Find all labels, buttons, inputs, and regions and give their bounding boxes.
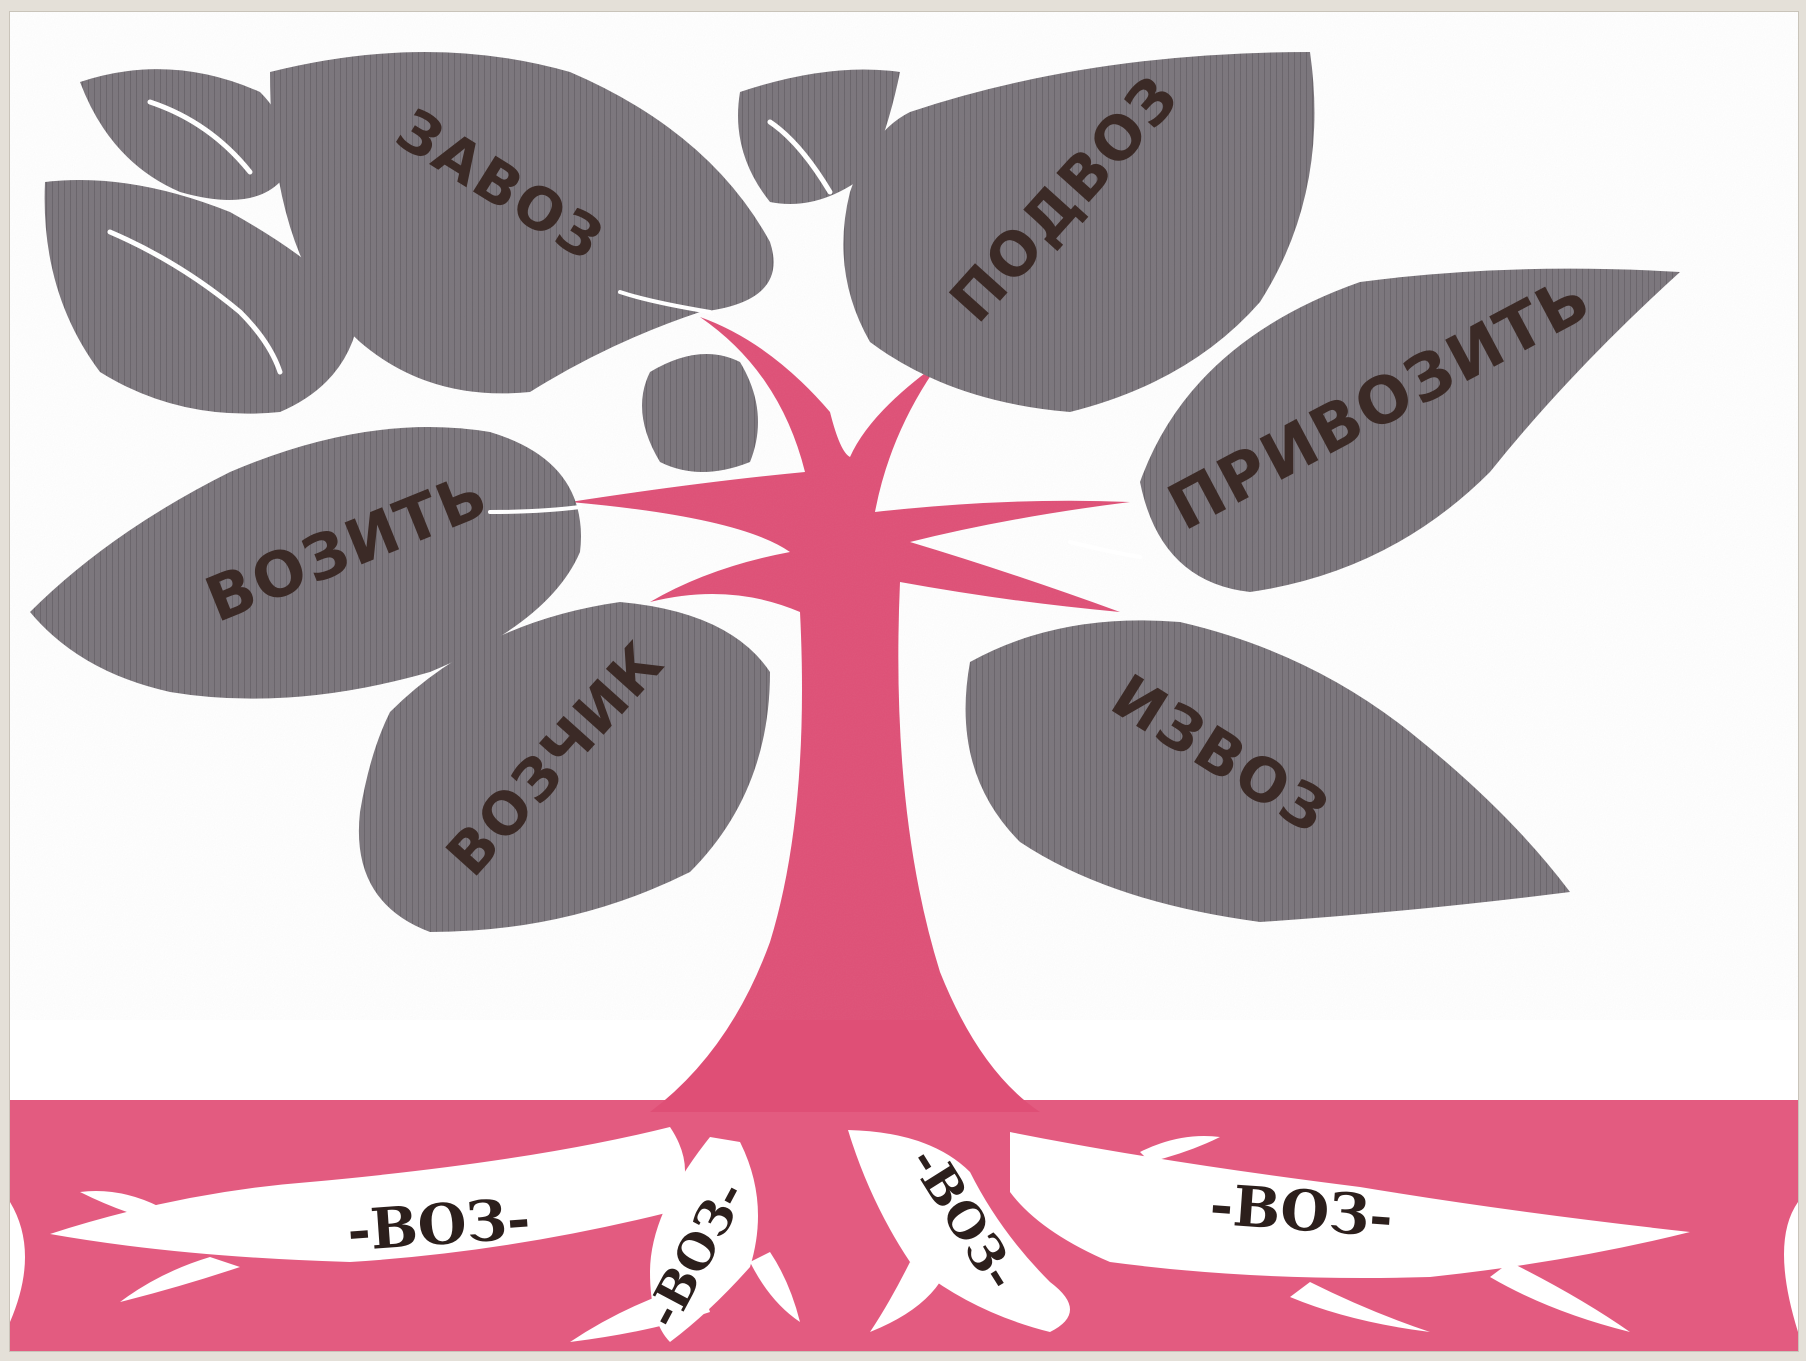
leaf-small-middle — [642, 354, 758, 472]
word-tree-diagram: ЗАВОЗ ПОДВОЗ ПРИВОЗИТЬ ВОЗИТЬ ВОЗЧИК ИЗВ… — [10, 12, 1798, 1351]
leaf-top-left — [80, 69, 287, 200]
root-label-4: -ВОЗ- — [1208, 1172, 1395, 1251]
root-label-1: -ВОЗ- — [345, 1186, 532, 1265]
